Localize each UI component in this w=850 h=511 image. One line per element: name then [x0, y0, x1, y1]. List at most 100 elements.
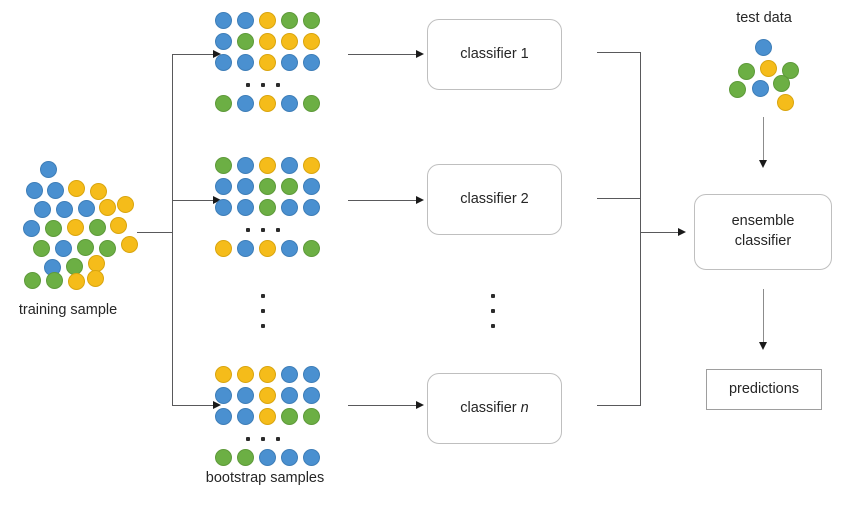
training-sample-dot-green: [89, 219, 106, 236]
bootstrap-sample-1-dot-blue: [215, 54, 232, 71]
bootstrap-sample-2-dot-blue: [281, 157, 298, 174]
training-sample-dot-green: [77, 239, 94, 256]
training-sample-dot-green: [24, 272, 41, 289]
bootstrap-sample-1-dot-green: [215, 95, 232, 112]
bootstrap-sample-1-dot-yellow: [259, 54, 276, 71]
classifier-n-box[interactable]: classifier n: [427, 373, 562, 444]
bootstrap-sample-n-dot-blue: [281, 449, 298, 466]
training-sample-dot-blue: [34, 201, 51, 218]
branch-vertical-line: [172, 54, 173, 406]
training-sample-dot-blue: [23, 220, 40, 237]
bootstrap-sample-1-dot-blue: [237, 12, 254, 29]
bootstrap-sample-1-dot-blue: [237, 95, 254, 112]
bootstrap-sample-n-dot-green: [237, 449, 254, 466]
test-data-to-ensemble-line: [763, 117, 764, 163]
classifier-2-box[interactable]: classifier 2: [427, 164, 562, 235]
sample-to-classifier-arrowhead-2: [416, 195, 424, 204]
bootstrap-sample-2-dot-green: [303, 240, 320, 257]
classifier-n-prefix: classifier: [460, 399, 521, 416]
bootstrap-sample-2-dot-blue: [215, 199, 232, 216]
predictions-label: predictions: [728, 380, 800, 397]
test-data-dot-blue: [755, 39, 772, 56]
bootstrap-sample-n-dot-yellow: [237, 366, 254, 383]
branch-stub-line: [137, 232, 173, 233]
sample-to-classifier-arrowhead-1: [416, 49, 424, 58]
bootstrap-sample-n-dot-yellow: [215, 366, 232, 383]
training-sample-dot-yellow: [67, 219, 84, 236]
test-data-dot-green: [738, 63, 755, 80]
merge-vertical-line: [640, 52, 641, 405]
ensemble-classifier-box[interactable]: ensemble classifier: [694, 194, 832, 270]
branch-arrowhead-1: [213, 49, 221, 58]
sample-to-classifier-arrowhead-3: [416, 400, 424, 409]
bootstrap-sample-1-dot-yellow: [281, 33, 298, 50]
test-data-dot-yellow: [777, 94, 794, 111]
bootstrap-sample-1-dot-yellow: [259, 95, 276, 112]
classifier-n-label: classifier n: [460, 399, 529, 419]
bootstrap-sample-n-dot-blue: [303, 449, 320, 466]
bootstrap-sample-1-horizontal-ellipsis: [246, 83, 280, 87]
training-sample-dot-yellow: [68, 180, 85, 197]
bootstrap-sample-n-dot-blue: [259, 449, 276, 466]
classifier-2-label: classifier 2: [460, 190, 529, 207]
training-sample-dot-yellow: [87, 270, 104, 287]
training-sample-dot-yellow: [110, 217, 127, 234]
bootstrap-sample-n-dot-yellow: [259, 387, 276, 404]
predictions-box[interactable]: predictions: [706, 369, 822, 410]
branch-arrowhead-3: [213, 400, 221, 409]
training-sample-dot-yellow: [90, 183, 107, 200]
bootstrap-sample-1-dot-green: [303, 12, 320, 29]
bootstrap-sample-1-dot-blue: [281, 95, 298, 112]
bootstrap-sample-1-dot-blue: [215, 12, 232, 29]
ensemble-to-predictions-arrowhead: [758, 342, 767, 350]
bootstrap-sample-1-dot-yellow: [259, 33, 276, 50]
bootstrap-sample-n-dot-blue: [215, 408, 232, 425]
training-sample-dot-blue: [47, 182, 64, 199]
bootstrap-sample-n-dot-blue: [303, 366, 320, 383]
classifier-1-label: classifier 1: [460, 45, 529, 62]
bootstrap-sample-1-dot-yellow: [303, 33, 320, 50]
training-sample-label: training sample: [18, 302, 118, 318]
bootstrap-vertical-ellipsis: [261, 294, 265, 328]
bootstrap-sample-2-dot-green: [281, 178, 298, 195]
bootstrap-sample-n-horizontal-ellipsis: [246, 437, 280, 441]
bootstrap-sample-n-dot-yellow: [259, 408, 276, 425]
bootstrap-sample-n-dot-blue: [215, 387, 232, 404]
bootstrap-sample-2-dot-green: [259, 199, 276, 216]
bootstrap-sample-2-dot-blue: [303, 178, 320, 195]
test-data-dot-green: [773, 75, 790, 92]
branch-arrow-line-2: [172, 200, 215, 201]
ensemble-classifier-label-line1: ensemble: [731, 213, 795, 230]
training-sample-dot-blue: [78, 200, 95, 217]
branch-arrow-line-3: [172, 405, 215, 406]
test-data-dot-green: [729, 81, 746, 98]
bootstrap-sample-2-dot-blue: [237, 199, 254, 216]
ensemble-to-predictions-line: [763, 289, 764, 345]
classifier-1-box[interactable]: classifier 1: [427, 19, 562, 90]
bootstrap-sample-2-dot-blue: [237, 157, 254, 174]
bootstrap-samples-label: bootstrap samples: [205, 470, 325, 486]
branch-arrow-line-1: [172, 54, 215, 55]
test-data-to-ensemble-arrowhead: [758, 160, 767, 168]
sample-to-classifier-line-1: [348, 54, 418, 55]
bootstrap-sample-2-dot-blue: [237, 178, 254, 195]
bootstrap-sample-2-dot-blue: [281, 199, 298, 216]
bootstrap-sample-2-dot-blue: [215, 178, 232, 195]
test-data-dot-green: [782, 62, 799, 79]
bootstrap-sample-2-dot-blue: [237, 240, 254, 257]
bootstrap-sample-n-dot-blue: [237, 408, 254, 425]
bootstrap-sample-2-dot-green: [215, 157, 232, 174]
training-sample-dot-blue: [40, 161, 57, 178]
bootstrap-sample-n-dot-blue: [237, 387, 254, 404]
bootstrap-sample-2-dot-blue: [281, 240, 298, 257]
merge-to-ensemble-line: [640, 232, 684, 233]
merge-to-ensemble-arrowhead: [678, 227, 686, 236]
bootstrap-sample-1-dot-blue: [303, 54, 320, 71]
sample-to-classifier-line-2: [348, 200, 418, 201]
bootstrap-sample-2-dot-green: [259, 178, 276, 195]
training-sample-dot-blue: [26, 182, 43, 199]
training-sample-dot-green: [99, 240, 116, 257]
bootstrap-sample-n-dot-green: [303, 408, 320, 425]
bootstrap-sample-n-dot-blue: [303, 387, 320, 404]
